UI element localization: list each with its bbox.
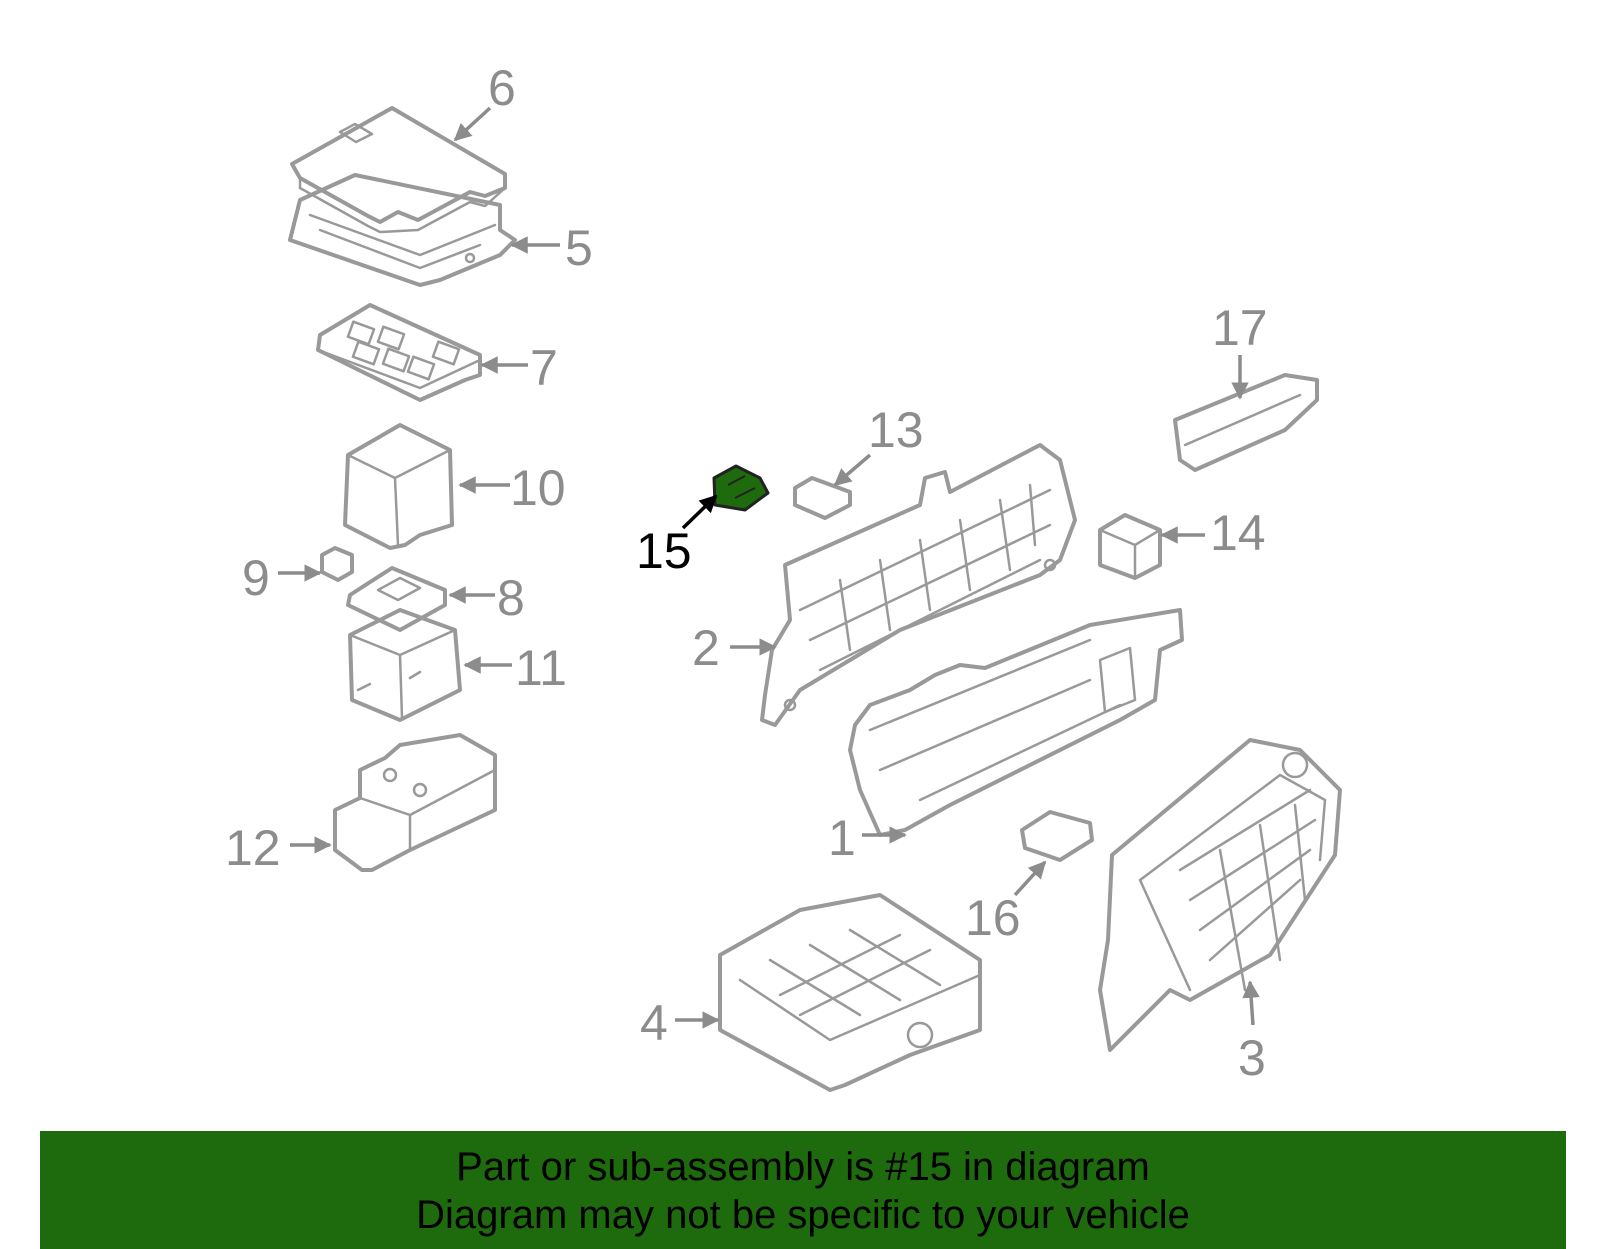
callout-9: 9 xyxy=(242,550,270,606)
arrow-16 xyxy=(1013,860,1047,897)
info-banner: Part or sub-assembly is #15 in diagram D… xyxy=(40,1131,1566,1249)
callout-17: 17 xyxy=(1212,300,1268,356)
arrow-6 xyxy=(453,106,492,142)
part-17-rail[interactable] xyxy=(1173,373,1319,472)
callout-7: 7 xyxy=(530,340,558,396)
part-14-relay[interactable] xyxy=(1098,513,1162,580)
part-6-cover[interactable] xyxy=(290,106,507,234)
part-10-relay-cover[interactable] xyxy=(343,423,454,550)
part-1-housing[interactable] xyxy=(848,608,1184,837)
callout-4: 4 xyxy=(640,995,668,1051)
callout-8: 8 xyxy=(497,570,525,626)
part-3-box-cover[interactable] xyxy=(1098,738,1342,1052)
part-12-module[interactable] xyxy=(333,733,497,872)
parts-diagram: 6 5 7 10 9 8 11 12 15 13 14 17 2 1 16 4 … xyxy=(225,60,1342,1092)
banner-line-disclaimer: Diagram may not be specific to your vehi… xyxy=(416,1193,1190,1237)
callout-5: 5 xyxy=(565,220,593,276)
callout-11: 11 xyxy=(515,640,567,696)
callout-15: 15 xyxy=(636,523,692,579)
part-5-tray[interactable] xyxy=(288,173,517,287)
callout-1: 1 xyxy=(828,810,856,866)
part-15-highlighted[interactable] xyxy=(712,464,770,512)
part-2-fuse-holder[interactable] xyxy=(760,443,1077,727)
arrow-13 xyxy=(833,453,872,487)
callout-6: 6 xyxy=(488,60,516,116)
callout-2: 2 xyxy=(692,620,720,676)
callout-12: 12 xyxy=(225,820,281,876)
callout-14: 14 xyxy=(1210,505,1266,561)
part-11-relay-box[interactable] xyxy=(348,608,462,722)
callout-3: 3 xyxy=(1238,1030,1266,1086)
part-16-connector[interactable] xyxy=(1020,810,1094,862)
arrow-3 xyxy=(1242,980,1260,1026)
arrow-15 xyxy=(681,494,718,530)
callout-10: 10 xyxy=(510,460,566,516)
part-13-clip[interactable] xyxy=(793,476,852,520)
part-8-socket[interactable] xyxy=(346,566,447,632)
callout-13: 13 xyxy=(868,402,924,458)
part-4-control-unit[interactable] xyxy=(718,893,982,1092)
part-9-small-relay[interactable] xyxy=(320,546,354,582)
part-7-fuse-panel[interactable] xyxy=(316,303,482,402)
callout-16: 16 xyxy=(965,890,1021,946)
banner-line-part: Part or sub-assembly is #15 in diagram xyxy=(456,1145,1150,1189)
